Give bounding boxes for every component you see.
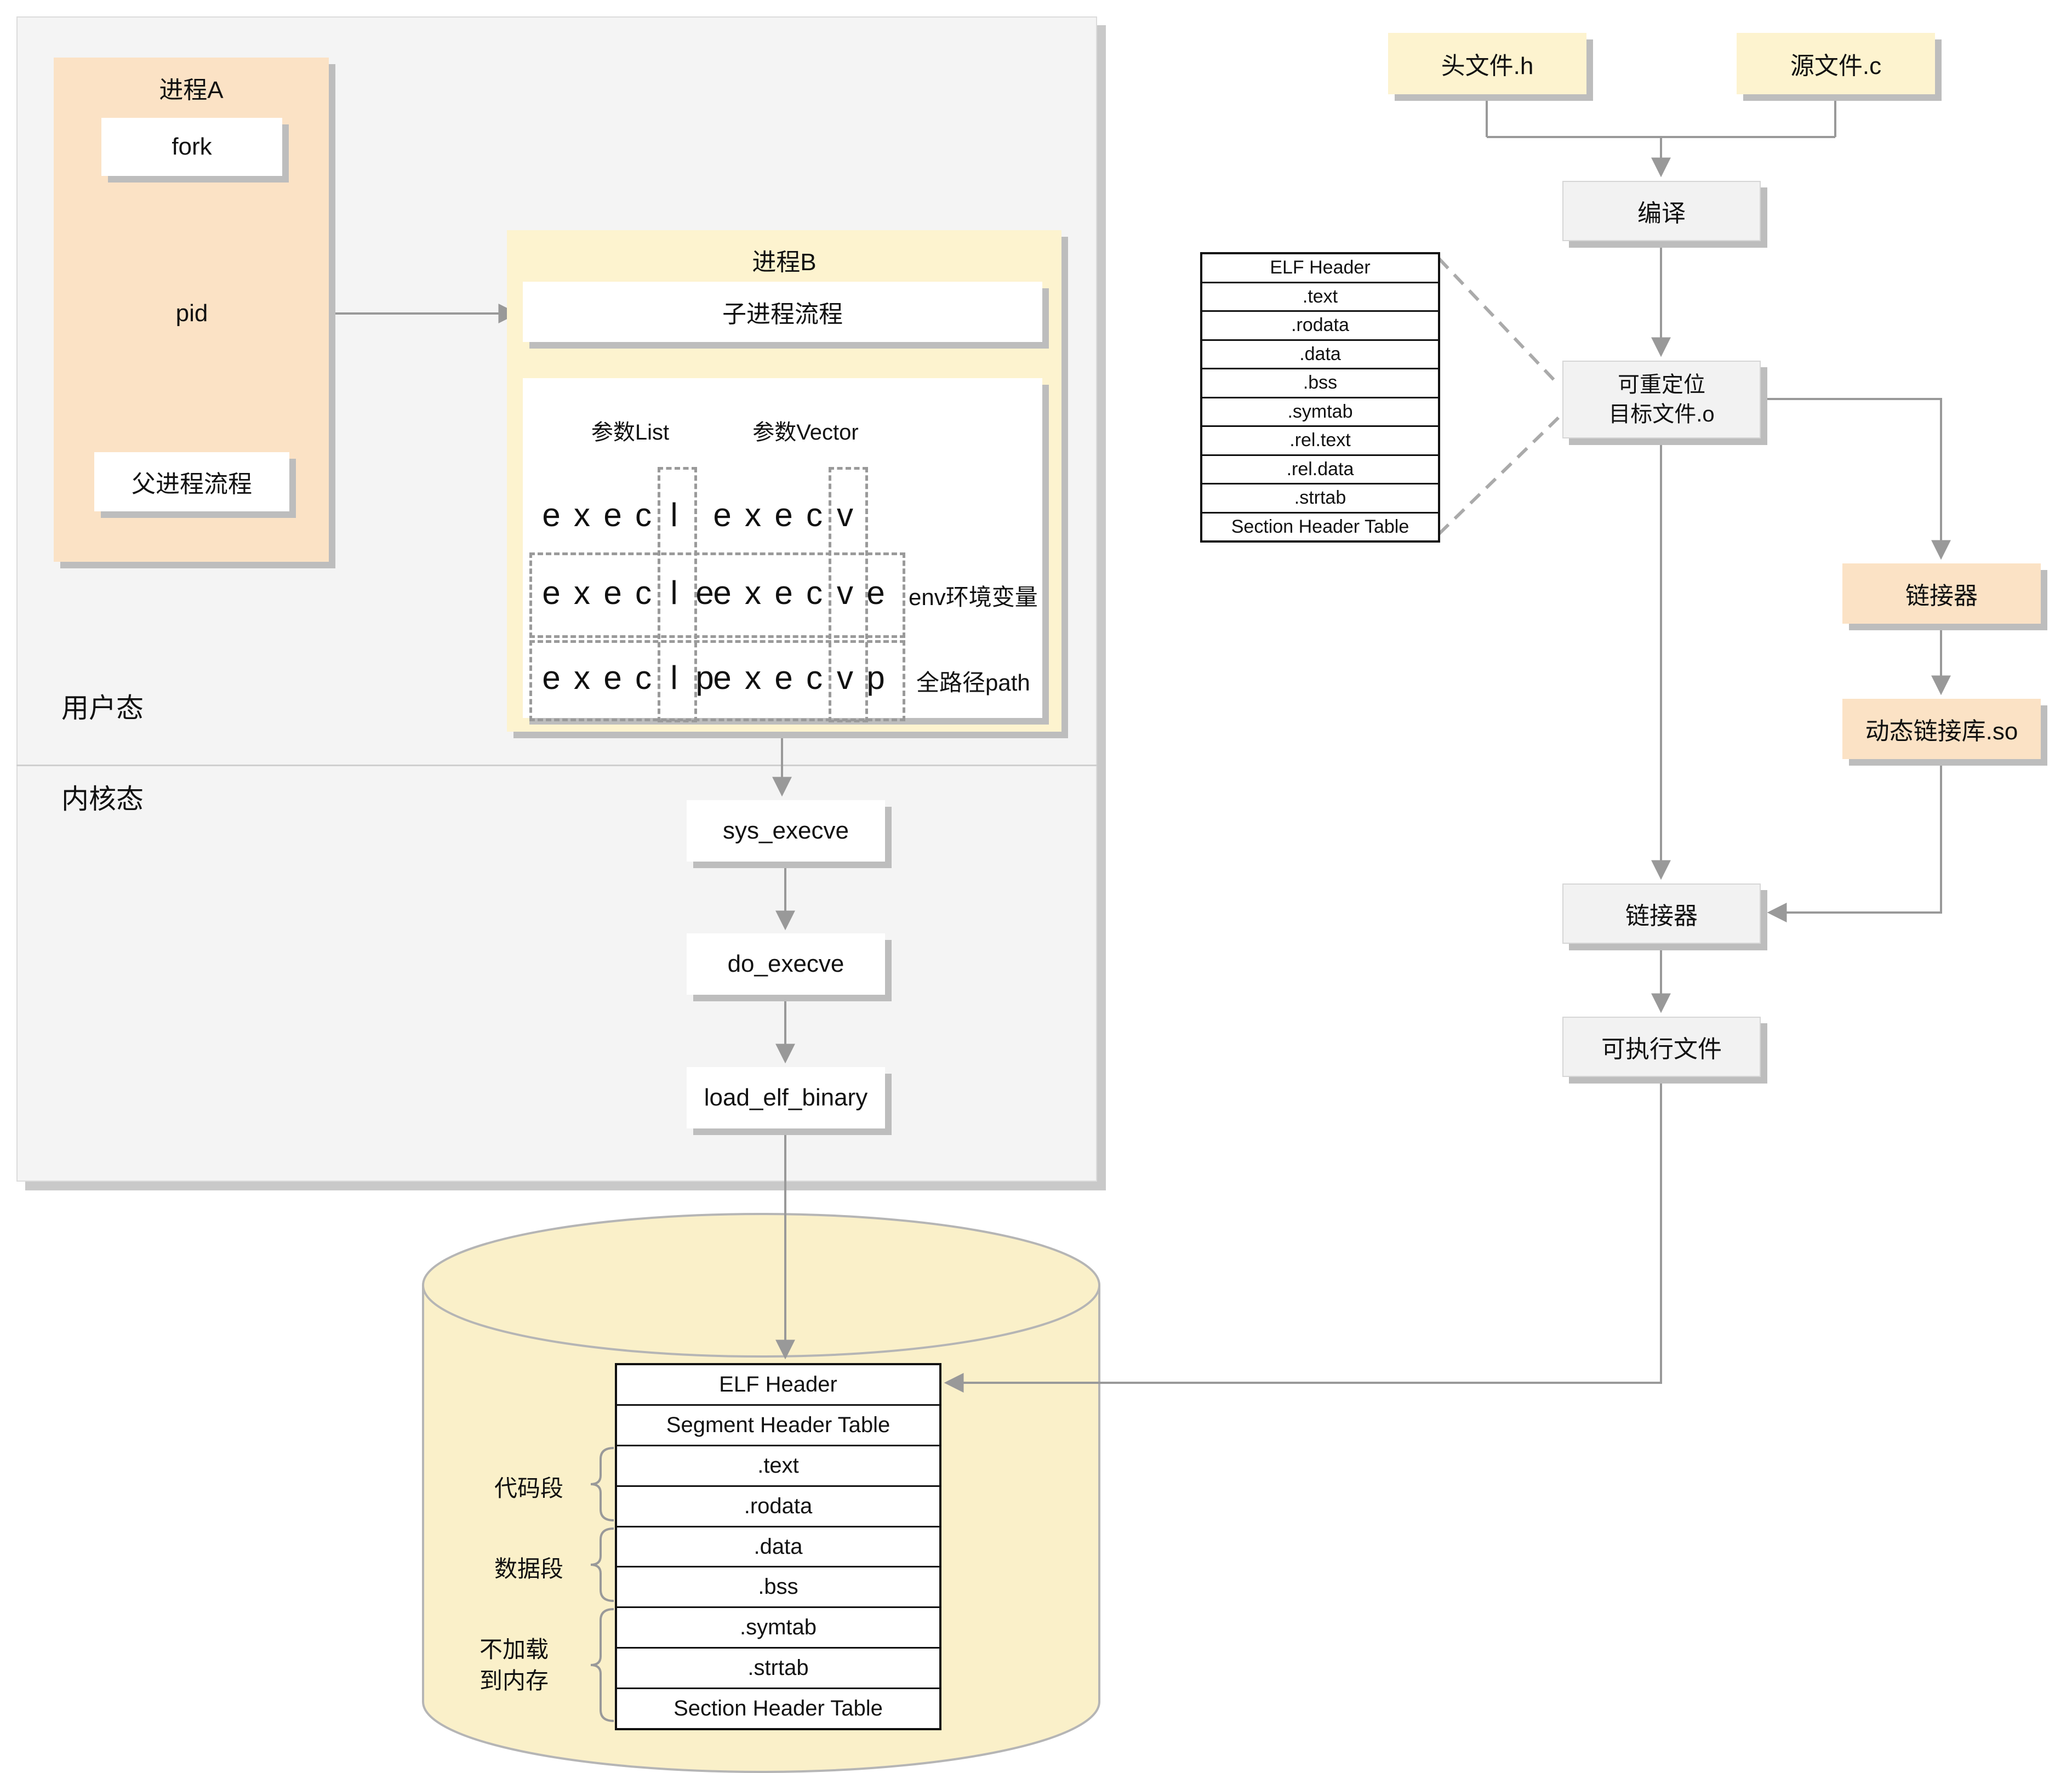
exec-letter: x xyxy=(574,497,590,533)
path-label: 全路径path xyxy=(916,670,1030,695)
table-row: .text xyxy=(1202,281,1438,311)
exec-letter: e xyxy=(542,659,561,696)
exec-letter: e xyxy=(713,497,732,533)
exec-letter: e xyxy=(713,659,732,696)
exec-letter: e xyxy=(603,497,622,533)
dashed-row-path xyxy=(529,640,905,721)
exec-letter: v xyxy=(837,574,853,611)
linker-box: 链接器 xyxy=(1562,883,1761,944)
child-flow-box: 子进程流程 xyxy=(523,282,1042,342)
table-row: .symtab xyxy=(1202,396,1438,426)
parent-flow-box: 父进程流程 xyxy=(94,452,289,511)
section-expansion-dashes xyxy=(1437,257,1561,535)
exec-letter: e xyxy=(713,574,732,611)
exec-letter: e xyxy=(774,574,793,611)
env-label: env环境变量 xyxy=(909,584,1038,610)
sys-execve-box: sys_execve xyxy=(687,800,885,862)
process-a-title: 进程A xyxy=(159,77,224,104)
table-row: .data xyxy=(617,1525,939,1566)
table-row: .data xyxy=(1202,339,1438,368)
exec-letter: p xyxy=(866,659,885,696)
exec-letter: x xyxy=(745,659,761,696)
load-elf-binary-box: load_elf_binary xyxy=(687,1067,885,1128)
header-file-box: 头文件.h xyxy=(1388,33,1586,94)
exec-letter: l xyxy=(670,659,678,696)
process-b-title: 进程B xyxy=(752,249,817,276)
dynamic-lib-box: 动态链接库.so xyxy=(1842,699,2041,759)
exec-letter: e xyxy=(866,574,885,611)
exec-letter: e xyxy=(774,659,793,696)
code-segment-label: 代码段 xyxy=(494,1475,563,1501)
object-file-section-table: ELF Header.text.rodata.data.bss.symtab.r… xyxy=(1200,252,1440,543)
table-row: .rodata xyxy=(617,1485,939,1526)
exec-letter: x xyxy=(574,574,590,611)
exec-letter: c xyxy=(635,574,652,611)
table-row: .bss xyxy=(617,1566,939,1606)
dashed-row-env xyxy=(529,552,905,638)
table-row: .bss xyxy=(1202,368,1438,397)
exec-letter: c xyxy=(806,659,823,696)
exec-letter: x xyxy=(745,497,761,533)
exec-letter: c xyxy=(635,659,652,696)
user-kernel-divider xyxy=(16,765,1097,766)
table-row: Segment Header Table xyxy=(617,1404,939,1445)
exec-letter: e xyxy=(774,497,793,533)
dynamic-linker-box: 链接器 xyxy=(1842,563,2041,624)
exec-letter: x xyxy=(745,574,761,611)
table-row: Section Header Table xyxy=(1202,511,1438,541)
exec-letter: c xyxy=(806,497,823,533)
fork-box: fork xyxy=(101,118,282,176)
executable-box: 可执行文件 xyxy=(1562,1017,1761,1077)
exec-letter: e xyxy=(603,574,622,611)
table-row: .text xyxy=(617,1444,939,1485)
group-braces xyxy=(590,1447,614,1722)
user-mode-label: 用户态 xyxy=(61,693,144,723)
exec-letter: c xyxy=(635,497,652,533)
exec-letter: c xyxy=(806,574,823,611)
exec-letter: e xyxy=(542,574,561,611)
kernel-mode-label: 内核态 xyxy=(61,784,144,814)
table-row: .strtab xyxy=(1202,483,1438,512)
exec-letter: l xyxy=(670,574,678,611)
relocatable-object-box: 可重定位 目标文件.o xyxy=(1562,361,1761,438)
param-vector-label: 参数Vector xyxy=(752,420,859,444)
exec-letter: e xyxy=(542,497,561,533)
exec-letter: e xyxy=(695,574,714,611)
compile-box: 编译 xyxy=(1562,181,1761,241)
data-segment-label: 数据段 xyxy=(494,1556,563,1582)
not-loaded-label: 不加载 到内存 xyxy=(480,1637,549,1694)
exec-letter: v xyxy=(837,659,853,696)
table-row: .strtab xyxy=(617,1647,939,1688)
pid-label: pid xyxy=(175,300,208,327)
param-list-label: 参数List xyxy=(591,420,670,444)
exec-letter: v xyxy=(837,497,853,533)
exec-letter: e xyxy=(603,659,622,696)
table-row: .rel.text xyxy=(1202,425,1438,454)
table-row: .rodata xyxy=(1202,310,1438,339)
table-row: .symtab xyxy=(617,1606,939,1647)
exec-letter: l xyxy=(670,497,678,533)
table-row: Section Header Table xyxy=(617,1688,939,1728)
table-row: .rel.data xyxy=(1202,454,1438,483)
source-file-box: 源文件.c xyxy=(1737,33,1935,94)
exec-letter: x xyxy=(574,659,590,696)
table-row: ELF Header xyxy=(719,1372,837,1396)
do-execve-box: do_execve xyxy=(687,933,885,995)
exec-variants-box xyxy=(523,378,1042,718)
table-row: ELF Header xyxy=(1270,257,1371,278)
exec-letter: p xyxy=(695,659,714,696)
